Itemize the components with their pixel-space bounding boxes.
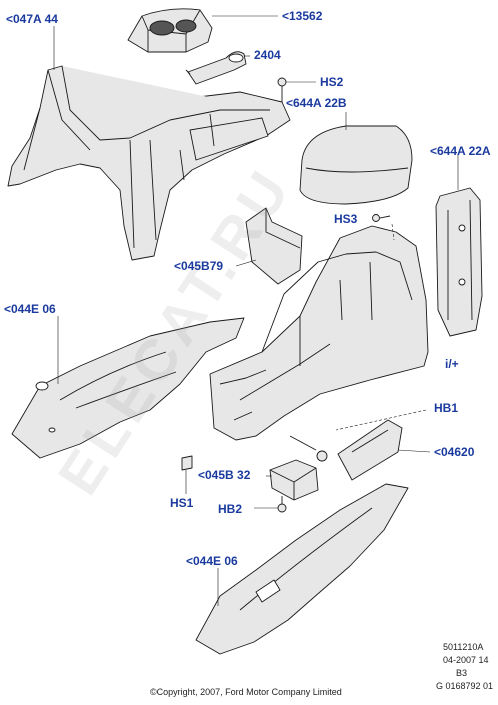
part-644a22a-side-panel	[435, 187, 483, 337]
callout-hs2[interactable]: HS2	[320, 75, 344, 89]
callout-04620[interactable]: <04620	[434, 445, 475, 459]
footer-code: B3	[456, 668, 468, 678]
callout-044e06-lower[interactable]: <044E 06	[186, 554, 238, 568]
part-storage-tray	[127, 8, 213, 53]
footer-date: 04-2007 14	[443, 655, 489, 665]
footer-id: G 0168792 01	[436, 681, 494, 691]
leader-hb1	[335, 409, 427, 431]
part-hb2-screw	[277, 496, 287, 513]
part-04620-bracket	[337, 419, 403, 481]
part-045b79-panel	[245, 207, 303, 285]
footer-reference: 5011210A	[443, 642, 484, 652]
part-hs1-clip	[181, 455, 193, 471]
part-047a44-frame	[7, 65, 291, 261]
leader-045b79	[235, 259, 257, 267]
part-console-body	[209, 225, 429, 441]
callout-hb2[interactable]: HB2	[218, 502, 243, 516]
part-045b32-bracket	[269, 459, 319, 501]
part-hb1-screw	[289, 435, 328, 462]
callout-045b32[interactable]: <045B 32	[198, 468, 251, 482]
callout-044e06-upper[interactable]: <044E 06	[4, 302, 56, 316]
part-044e06-side-panel-upper	[11, 317, 245, 459]
callout-hs1[interactable]: HS1	[170, 496, 194, 510]
callout-hs3[interactable]: HS3	[334, 212, 358, 226]
leader-04620	[397, 449, 431, 453]
callout-plus[interactable]: i/+	[445, 357, 459, 371]
part-044e06-side-panel-lower	[195, 483, 409, 655]
callout-hb1[interactable]: HB1	[434, 401, 459, 415]
part-hs2-screw	[277, 77, 287, 102]
callout-2404[interactable]: 2404	[254, 48, 281, 62]
callout-13562[interactable]: <13562	[282, 9, 323, 23]
callout-644a22b[interactable]: <644A 22B	[286, 96, 347, 110]
footer-copyright: ©Copyright, 2007, Ford Motor Company Lim…	[150, 687, 342, 697]
part-644a22b-armrest	[299, 125, 413, 205]
part-2404-bracket	[185, 51, 247, 85]
part-hs3-screw	[372, 214, 391, 222]
callout-047a44[interactable]: <047A 44	[6, 12, 58, 26]
callout-045b79[interactable]: <045B79	[174, 259, 224, 273]
callout-644a22a[interactable]: <644A 22A	[430, 144, 491, 158]
leader-hs3	[391, 223, 395, 241]
